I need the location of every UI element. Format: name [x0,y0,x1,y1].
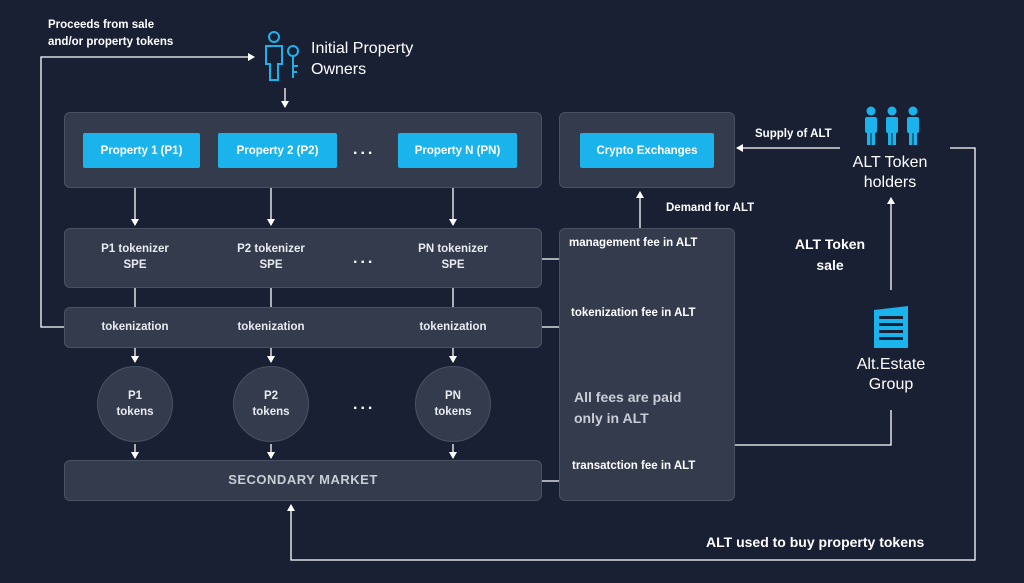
property-1-box: Property 1 (P1) [83,133,200,168]
property-2-box: Property 2 (P2) [218,133,337,168]
alt-token-sale-label: ALT Token sale [794,236,866,273]
tokens-ellipsis: ... [353,396,376,413]
tokenization-1: tokenization [101,321,169,333]
building-icon [874,306,908,348]
secondary-market-label: SECONDARY MARKET [228,472,378,487]
tokenization-fee-label: tokenization fee in ALT [571,307,696,319]
tokenizer-panel [64,228,542,288]
property-ellipsis: ... [353,141,376,158]
property-owner-icon [265,31,299,81]
transaction-fee-label: transatction fee in ALT [572,460,696,472]
tokenization-panel [64,307,542,348]
property-n-box: Property N (PN) [398,133,517,168]
alt-group-label: Alt.Estate Group [856,356,926,393]
demand-alt-label: Demand for ALT [666,202,755,214]
alt-holders-label: ALT Token holders [852,154,928,191]
tokenization-2: tokenization [237,321,305,333]
token-holders-icon [865,106,919,145]
crypto-exchanges-box: Crypto Exchanges [580,133,714,168]
proceeds-label: Proceeds from sale and/or property token… [48,19,174,48]
supply-alt-label: Supply of ALT [755,128,832,140]
tokenization-n: tokenization [419,321,487,333]
initial-owners-label: Initial Property Owners [311,40,414,78]
all-fees-note: All fees are paid only in ALT [574,389,682,426]
tokenizer-ellipsis: ... [353,250,376,267]
alt-used-label: ALT used to buy property tokens [706,534,925,550]
fees-panel [559,228,735,501]
secondary-market-panel [64,460,542,501]
management-fee-label: management fee in ALT [569,237,698,249]
